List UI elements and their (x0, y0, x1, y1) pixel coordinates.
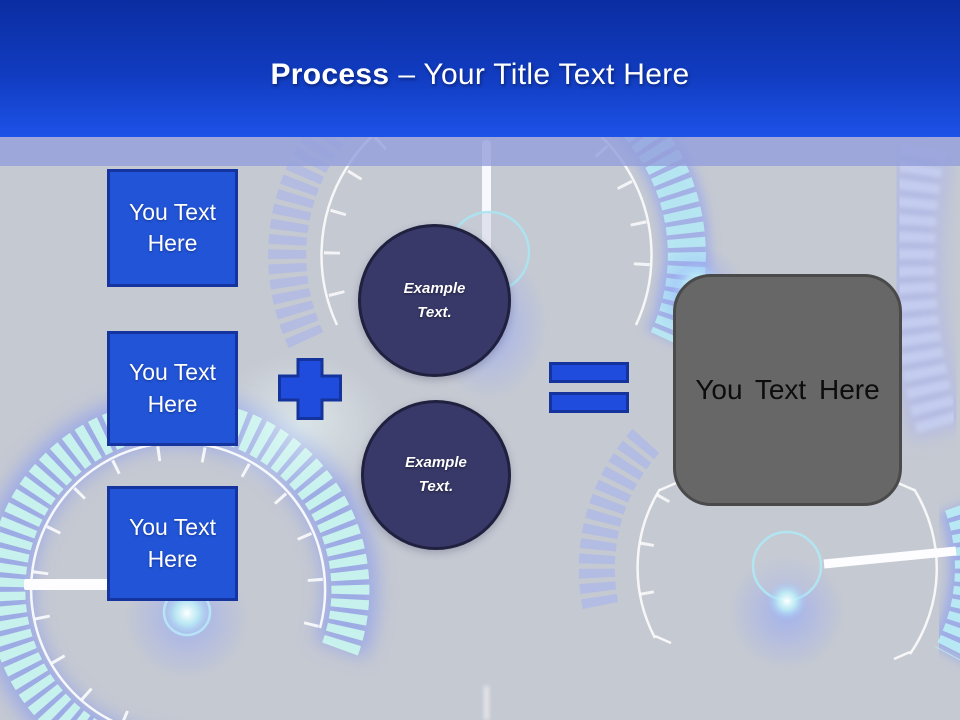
gauge-dial-arc-left (636, 488, 662, 639)
gauge-dial-brackets (893, 481, 915, 661)
gauge-needle (823, 546, 957, 569)
gauge-hub-glow (767, 581, 807, 621)
plus-icon-shape (278, 358, 342, 420)
example-circle-1-label: Example Text. (403, 279, 466, 321)
example-circle-1[interactable]: Example Text. (358, 224, 511, 377)
gauge-needle (482, 140, 491, 254)
example-circle-2-label: Example Text. (405, 454, 467, 495)
gauge-bottom-right (578, 428, 960, 670)
plus-icon (278, 358, 342, 420)
equals-bar-top (549, 362, 629, 383)
gauge-tick-band (578, 428, 660, 612)
bottom-needle (484, 686, 489, 720)
title-emphasis: Process (270, 57, 390, 91)
gauge-glow (212, 353, 388, 497)
example-circle-2[interactable]: Example Text. (361, 400, 511, 550)
input-box-3[interactable]: You Text Here (107, 486, 238, 601)
header-underline-band (0, 137, 960, 166)
result-box-label: You Text Here (695, 374, 880, 405)
title-rest: – Your Title Text Here (398, 57, 690, 91)
gauge-dial-arc (29, 441, 327, 720)
input-box-2-label: You Text Here (129, 359, 216, 417)
gauge-dial-brackets (654, 481, 677, 645)
input-box-1-label: You Text Here (129, 198, 216, 256)
gauge-dial-arc-right (908, 488, 938, 655)
input-box-1[interactable]: You Text Here (107, 169, 238, 287)
header-banner: Process– Your Title Text Here (0, 0, 960, 137)
equals-bar-bottom (549, 392, 629, 413)
input-box-3-label: You Text Here (129, 514, 216, 572)
right-edge-arc (885, 142, 960, 441)
gauge-band-glow (929, 505, 960, 661)
gauge-band-glow (0, 391, 378, 720)
slide-title: Process– Your Title Text Here (270, 58, 689, 92)
result-box[interactable]: You Text Here (673, 274, 902, 506)
arc-segments (891, 143, 960, 439)
input-box-2[interactable]: You Text Here (107, 331, 238, 446)
equals-icon (549, 362, 629, 413)
